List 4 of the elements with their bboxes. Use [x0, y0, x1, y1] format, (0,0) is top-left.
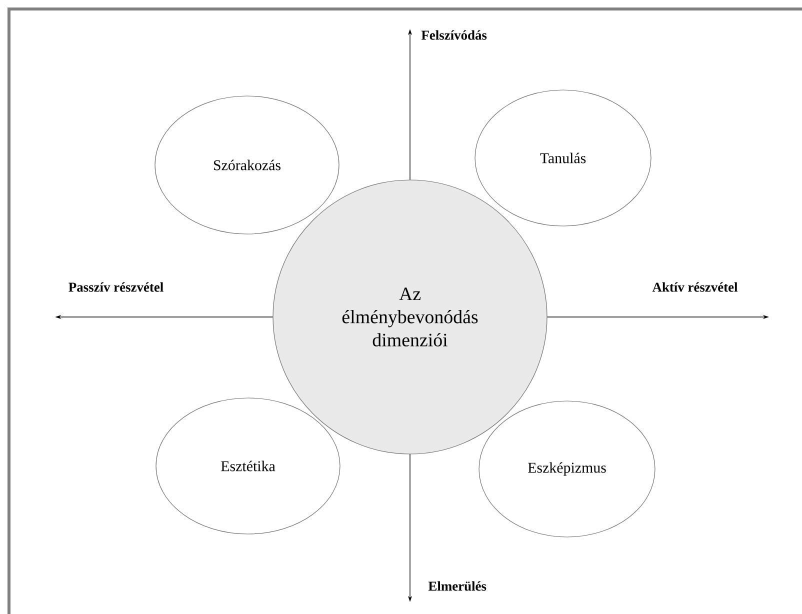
axis-label: Felszívódás	[421, 30, 487, 40]
axis-label: Aktív részvétel	[652, 282, 738, 292]
axis-label: Passzív részvétel	[68, 282, 164, 292]
axis-label: Elmerülés	[428, 581, 486, 591]
